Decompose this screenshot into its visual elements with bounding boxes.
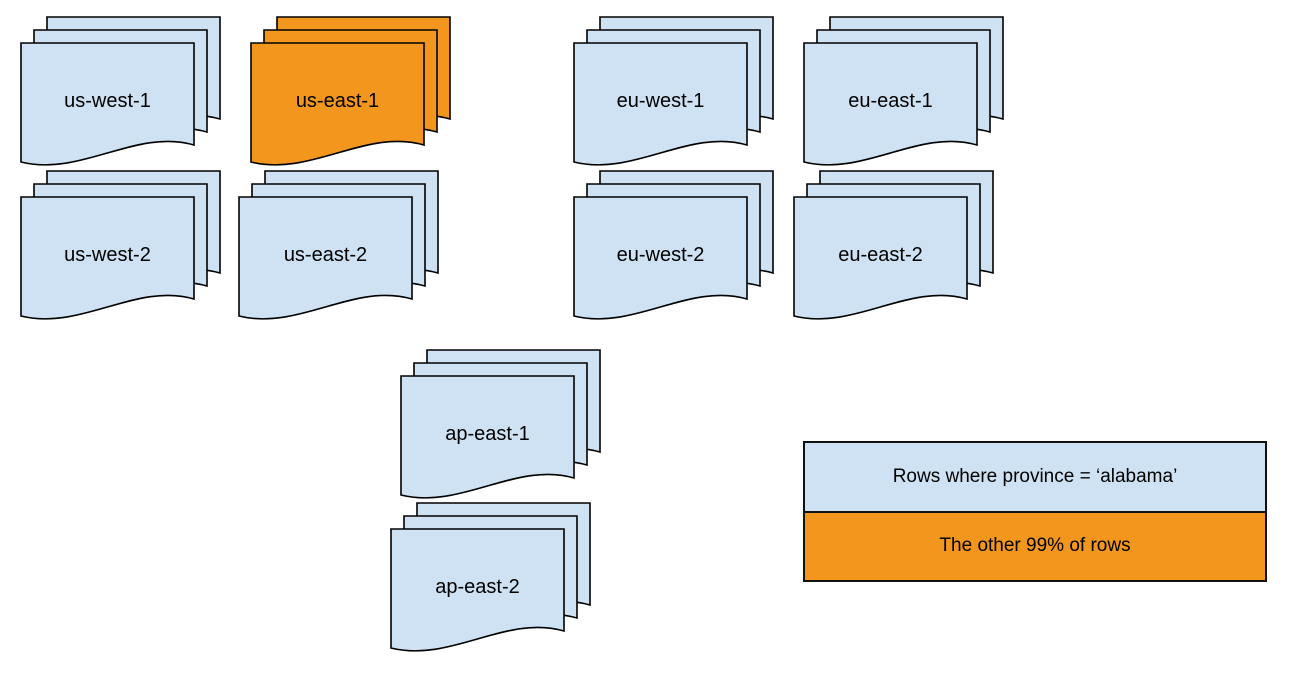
- region-stack-eu-west-2: eu-west-2: [573, 170, 775, 326]
- legend-item-other-rows: The other 99% of rows: [805, 510, 1265, 580]
- document-stack-icon: [20, 16, 221, 166]
- region-stack-eu-east-2: eu-east-2: [793, 170, 995, 326]
- document-stack-icon: [573, 16, 774, 166]
- region-stack-us-west-2: us-west-2: [20, 170, 222, 326]
- document-stack-icon: [573, 170, 774, 320]
- legend: Rows where province = ‘alabama’ The othe…: [803, 441, 1267, 582]
- region-stack-ap-east-1: ap-east-1: [400, 349, 602, 505]
- document-stack-icon: [238, 170, 439, 320]
- document-stack-icon: [400, 349, 601, 499]
- legend-item-label: Rows where province = ‘alabama’: [892, 465, 1178, 487]
- region-stack-us-east-2: us-east-2: [238, 170, 440, 326]
- document-stack-icon: [20, 170, 221, 320]
- legend-item-label: The other 99% of rows: [939, 535, 1131, 557]
- document-stack-icon: [803, 16, 1004, 166]
- legend-item-province-rows: Rows where province = ‘alabama’: [805, 443, 1265, 511]
- region-stack-us-west-1: us-west-1: [20, 16, 222, 172]
- region-stack-ap-east-2: ap-east-2: [390, 502, 592, 658]
- document-stack-icon: [250, 16, 451, 166]
- region-stack-us-east-1: us-east-1: [250, 16, 452, 172]
- region-stack-eu-west-1: eu-west-1: [573, 16, 775, 172]
- region-stack-eu-east-1: eu-east-1: [803, 16, 1005, 172]
- document-stack-icon: [793, 170, 994, 320]
- document-stack-icon: [390, 502, 591, 652]
